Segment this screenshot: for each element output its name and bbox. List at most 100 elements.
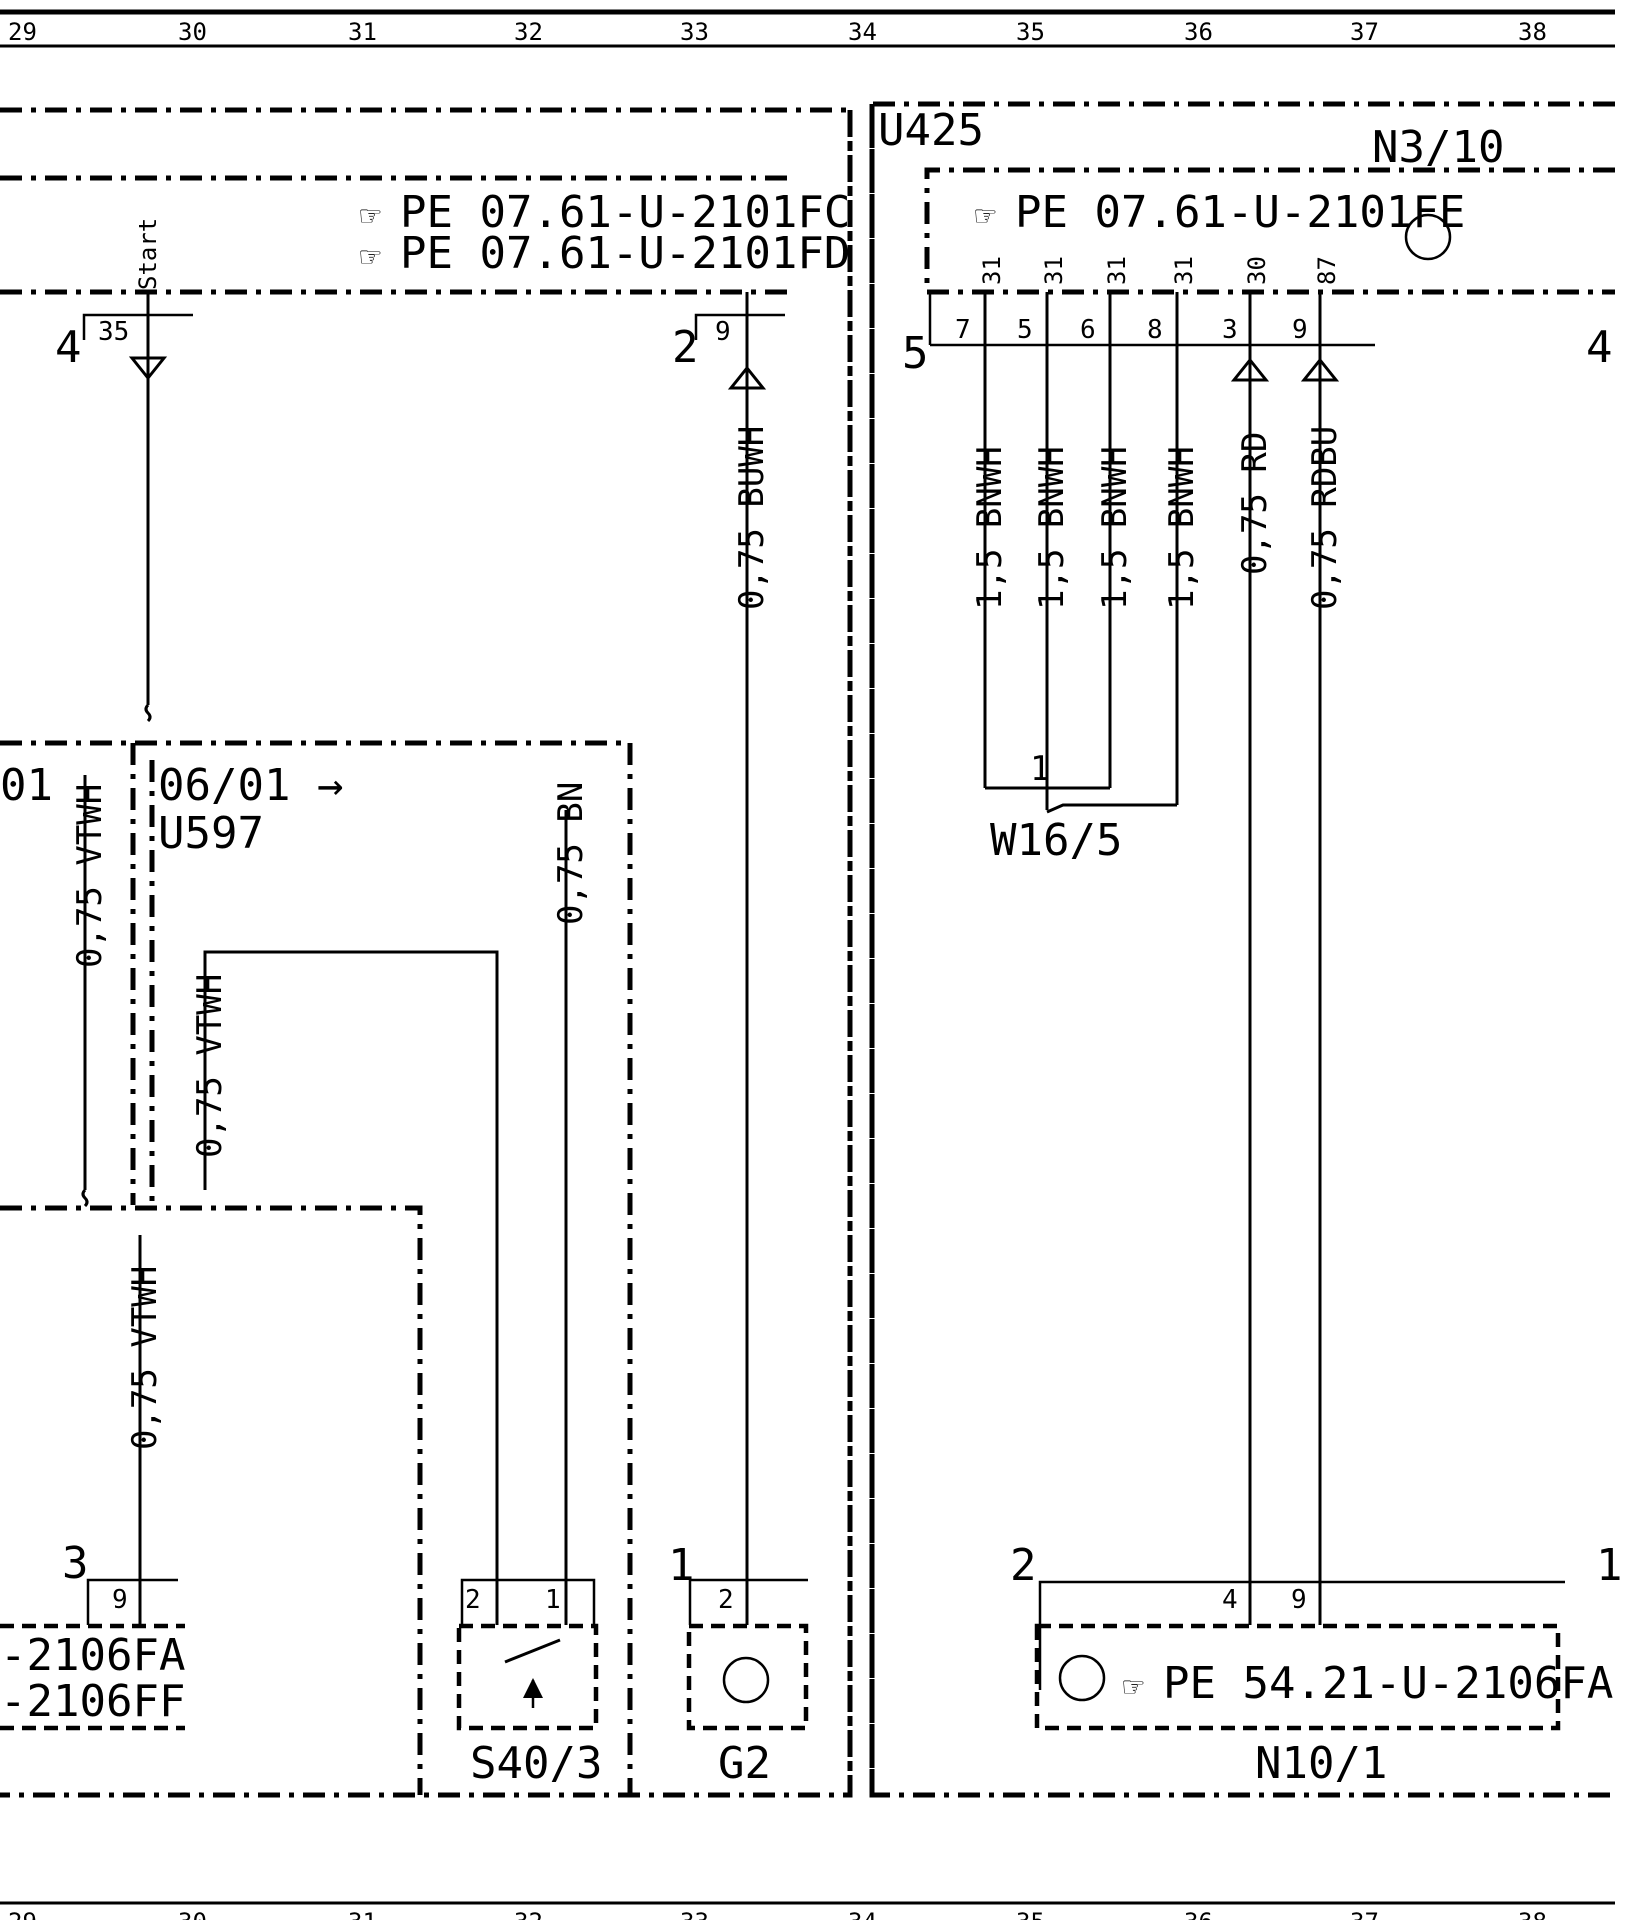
wire-bnwh-7: 1,5 BNWH: [970, 446, 1010, 610]
label-left-cut: 01: [0, 760, 53, 811]
grid-col-38: 38: [1518, 18, 1547, 46]
wire-vtwh-mid: 0,75 VTWH: [190, 974, 230, 1158]
start-arrow-down: [128, 356, 168, 381]
grid-col-31: 31: [348, 1908, 377, 1920]
grid-col-30: 30: [178, 18, 207, 46]
w16-5-pin-1: 1: [1030, 749, 1050, 789]
reference-labels: PE 07.61-U-2101FC PE 07.61-U-2101FD PE 0…: [0, 187, 1613, 1727]
n3-10-transistor-icon: [1404, 213, 1452, 261]
ref-fd: PE 07.61-U-2101FD: [400, 228, 850, 279]
pin-9-rdbu: 9: [1292, 315, 1308, 345]
connector-4-right: 4: [1586, 322, 1613, 373]
wire-rdbu: 0,75 RDBU: [1305, 426, 1345, 610]
n10-1-pin-4: 4: [1222, 1585, 1238, 1615]
pin-3: 3: [1222, 315, 1238, 345]
pin-start: Start: [134, 218, 162, 290]
grid-col-36: 36: [1184, 1908, 1213, 1920]
reference-hand-icon: ☞: [975, 196, 996, 236]
wire-bn: 0,75 BN: [551, 782, 591, 925]
term-30: 30: [1243, 256, 1271, 285]
connector-arrows: [128, 356, 1340, 390]
term-31-b: 31: [1040, 256, 1068, 285]
label-g2: G2: [718, 1738, 771, 1789]
grid-col-31: 31: [348, 18, 377, 46]
grid-col-33: 33: [680, 18, 709, 46]
connector-2: 2: [672, 322, 699, 373]
grid-labels-top: 29 30 31 32 33 34 35 36 37 38: [8, 18, 1547, 46]
grid-col-32: 32: [514, 1908, 543, 1920]
grid-col-35: 35: [1016, 1908, 1045, 1920]
lower-left-frame: [0, 1205, 423, 1795]
grid-col-37: 37: [1350, 1908, 1379, 1920]
pin-8: 8: [1147, 315, 1163, 345]
n10-1-transistor-icon: [1058, 1654, 1106, 1702]
u597-frame: [0, 740, 633, 1795]
s40-3-pin-2: 2: [465, 1585, 481, 1615]
grid-col-38: 38: [1518, 1908, 1547, 1920]
grid-col-32: 32: [514, 18, 543, 46]
ref-fc: PE 07.61-U-2101FC: [400, 187, 850, 238]
left-frame-top: [0, 107, 853, 1798]
n10-1-pin-9: 9: [1291, 1585, 1307, 1615]
connector-3: 3: [62, 1538, 89, 1589]
s40-3-box: [456, 1623, 599, 1731]
grid-col-35: 35: [1016, 18, 1045, 46]
term-31-d: 31: [1170, 256, 1198, 285]
connector-4-left: 4: [55, 322, 82, 373]
grid-col-34: 34: [848, 18, 877, 46]
g2-box: [686, 1623, 809, 1731]
u425-frame: [869, 101, 1615, 1798]
symbols: ☞ ☞ ☞ ☞: [360, 196, 1452, 1708]
ref-fe: PE 07.61-U-2101FE: [1015, 187, 1465, 238]
wire-buwh: 0,75 BUWH: [732, 426, 772, 610]
g2-pin-2: 2: [718, 1585, 734, 1615]
reference-hand-icon: ☞: [360, 196, 381, 236]
term-31-c: 31: [1103, 256, 1131, 285]
connector-5: 5: [902, 328, 929, 379]
ref-n10: PE 54.21-U-2106FA: [1163, 1658, 1613, 1709]
grid-col-29: 29: [8, 1908, 37, 1920]
label-0601: 06/01 →: [158, 760, 343, 811]
grid-col-30: 30: [178, 1908, 207, 1920]
grid-col-34: 34: [848, 1908, 877, 1920]
g2-transistor-icon: [722, 1656, 770, 1704]
grid-footer: [0, 1901, 1615, 1905]
switch-contact-icon: [504, 1638, 561, 1664]
pin-35: 35: [98, 317, 129, 347]
g2-connector-1: 1: [668, 1540, 695, 1591]
label-u425: U425: [878, 105, 984, 156]
label-u597: U597: [158, 808, 264, 859]
reference-hand-icon: ☞: [1123, 1667, 1144, 1707]
wire-bnwh-8: 1,5 BNWH: [1162, 446, 1202, 610]
wire-vtwh-lower: 0,75 VTWH: [125, 1266, 165, 1450]
ref-left-ff: -2106FF: [0, 1676, 185, 1727]
rdbu-arrow-up: [1300, 357, 1340, 382]
wire-rd: 0,75 RD: [1235, 432, 1275, 575]
grid-labels-bottom: 29 30 31 32 33 34 35 36 37 38: [8, 1908, 1547, 1920]
buwh-arrow-up: [727, 365, 767, 390]
pin-9-left: 9: [112, 1585, 128, 1615]
term-87: 87: [1313, 256, 1341, 285]
n10-1-box: [1034, 1623, 1561, 1731]
label-s40-3: S40/3: [470, 1738, 602, 1789]
component-labels: U425 N3/10 06/01 → U597 01 W16/5 S40/3 G…: [0, 105, 1504, 1789]
grid-col-36: 36: [1184, 18, 1213, 46]
ref-left-fa: -2106FA: [0, 1630, 185, 1681]
s40-3-pin-1: 1: [545, 1585, 561, 1615]
grid-col-37: 37: [1350, 18, 1379, 46]
component-boxes: [0, 101, 1615, 1798]
label-n3-10: N3/10: [1372, 122, 1504, 173]
rd-arrow-up: [1230, 357, 1270, 382]
n10-1-connector-2: 2: [1010, 1540, 1037, 1591]
wire-bnwh-6: 1,5 BNWH: [1095, 446, 1135, 610]
pin-5: 5: [1017, 315, 1033, 345]
term-31-a: 31: [978, 256, 1006, 285]
grid-header: [0, 9, 1615, 48]
grid-col-33: 33: [680, 1908, 709, 1920]
pin-9-buwh: 9: [715, 317, 731, 347]
wire-labels: 0,75 BUWH 1,5 BNWH 1,5 BNWH 1,5 BNWH 1,5…: [70, 426, 1345, 1450]
label-w16-5: W16/5: [990, 815, 1122, 866]
wire-bnwh-5: 1,5 BNWH: [1032, 446, 1072, 610]
reference-hand-icon: ☞: [360, 237, 381, 277]
